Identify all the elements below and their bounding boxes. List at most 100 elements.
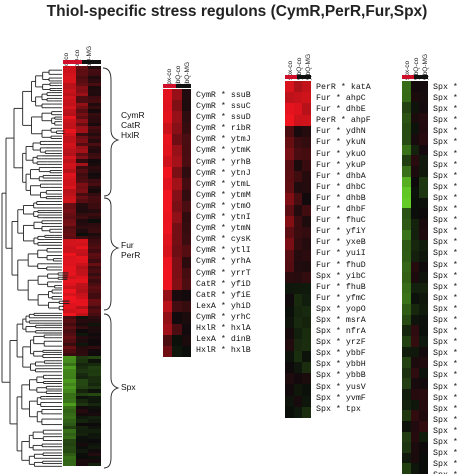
heatmap-cell: [63, 366, 77, 370]
heatmap-cell: [285, 204, 295, 217]
panel2-marker-red: [285, 75, 297, 79]
heatmap-cell: [88, 72, 102, 77]
heatmap-cell: [63, 159, 77, 164]
heatmap-cell: [402, 219, 412, 231]
heatmap-cell: [172, 156, 183, 168]
heatmap-cell: [402, 357, 412, 369]
panel3-heatmap: [402, 81, 429, 474]
heatmap-cell: [181, 144, 192, 157]
heatmap-cell: [181, 290, 192, 302]
heatmap-cell: [75, 159, 89, 164]
heatmap-cell: [302, 260, 312, 273]
heatmap-cell: [88, 452, 102, 457]
heatmap-cell: [402, 102, 412, 114]
heatmap-cell: [63, 246, 77, 250]
heatmap-cell: [285, 294, 295, 307]
heatmap-cell: [75, 419, 89, 424]
heatmap-cell: [410, 208, 420, 220]
heatmap-cell: [88, 146, 102, 150]
heatmap-cell: [172, 100, 183, 112]
heatmap-cell: [75, 376, 89, 380]
heatmap-cell: [410, 442, 420, 454]
heatmap-cell: [302, 103, 312, 116]
heatmap-cell: [410, 282, 420, 294]
heatmap-cell: [75, 152, 89, 157]
heatmap-cell: [63, 272, 77, 277]
heatmap-cell: [63, 172, 77, 177]
heatmap-cell: [88, 99, 102, 104]
heatmap-cell: [293, 204, 303, 217]
heatmap-cell: [63, 342, 77, 347]
heatmap-cell: [75, 422, 89, 427]
heatmap-cell: [419, 272, 429, 284]
gene-label: CymR * ytmL: [196, 179, 251, 189]
heatmap-cell: [63, 202, 77, 207]
heatmap-cell: [88, 132, 102, 137]
panel3-marker-red: [402, 75, 414, 79]
heatmap-cell: [410, 367, 420, 379]
heatmap-cell: [63, 352, 77, 357]
heatmap-cell: [88, 222, 102, 227]
heatmap-cell: [402, 261, 412, 273]
heatmap-cell: [75, 206, 89, 210]
heatmap-cell: [75, 352, 89, 357]
heatmap-cell: [181, 122, 192, 135]
heatmap-cell: [163, 156, 173, 168]
cluster-label-line: PerR: [121, 250, 141, 260]
heatmap-cell: [75, 312, 89, 317]
heatmap-cell: [63, 129, 77, 134]
heatmap-cell: [419, 240, 429, 252]
heatmap-cell: [88, 456, 102, 460]
heatmap-cell: [402, 335, 412, 348]
heatmap-cell: [88, 172, 102, 177]
heatmap-cell: [63, 312, 77, 317]
heatmap-cell: [285, 406, 295, 419]
heatmap-cell: [285, 249, 295, 262]
heatmap-cell: [63, 419, 77, 424]
heatmap-cell: [75, 246, 89, 250]
heatmap-cell: [88, 142, 102, 147]
heatmap-cell: [63, 279, 77, 284]
heatmap-cell: [63, 379, 77, 384]
heatmap-cell: [172, 301, 183, 313]
heatmap-cell: [302, 406, 312, 419]
heatmap-cell: [75, 402, 89, 407]
heatmap-cell: [181, 334, 192, 347]
heatmap-cell: [410, 261, 420, 273]
heatmap-cell: [402, 134, 412, 146]
heatmap-cell: [293, 316, 303, 329]
heatmap-cell: [88, 352, 102, 357]
heatmap-cell: [419, 144, 429, 156]
gene-label: PerR * ahpF: [316, 116, 371, 126]
heatmap-cell: [302, 125, 312, 138]
panel2-heatmap: [285, 81, 312, 419]
heatmap-cell: [88, 122, 102, 127]
heatmap-cell: [402, 187, 412, 199]
heatmap-cell: [302, 215, 312, 228]
heatmap-cell: [75, 139, 89, 144]
heatmap-cell: [402, 304, 412, 316]
heatmap-cell: [75, 296, 89, 300]
gene-label: Fur * ydhN: [316, 127, 366, 137]
heatmap-cell: [181, 345, 192, 358]
heatmap-cell: [75, 286, 89, 290]
heatmap-cell: [88, 82, 102, 87]
heatmap-cell: [419, 367, 429, 379]
heatmap-cell: [63, 452, 77, 457]
heatmap-cell: [63, 319, 77, 324]
heatmap-cell: [419, 357, 429, 369]
heatmap-cell: [75, 426, 89, 430]
heatmap-cell: [75, 452, 89, 457]
heatmap-cell: [88, 376, 102, 380]
heatmap-cell: [63, 149, 77, 154]
heatmap-cell: [402, 165, 412, 178]
heatmap-cell: [88, 269, 102, 274]
heatmap-cell: [302, 204, 312, 217]
heatmap-cell: [88, 312, 102, 317]
heatmap-cell: [402, 420, 412, 432]
heatmap-cell: [172, 312, 183, 324]
heatmap-cell: [163, 234, 173, 246]
heatmap-cell: [285, 305, 295, 318]
gene-label: Fur * yxeB: [316, 238, 366, 248]
